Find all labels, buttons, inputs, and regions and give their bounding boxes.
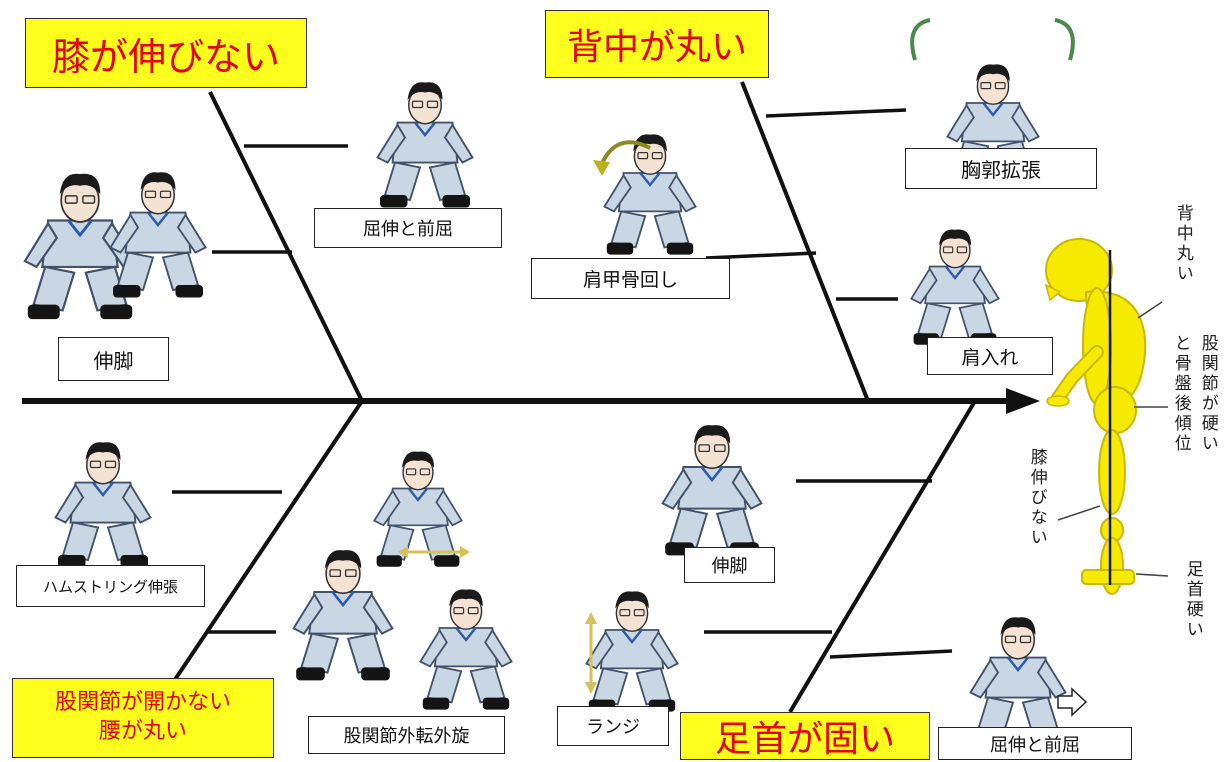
label-flex-forward-bottom: 屈伸と前屈	[938, 727, 1132, 760]
worker-illustration	[419, 588, 513, 711]
worker-illustration	[661, 423, 763, 557]
double-arrow-horizontal-icon	[398, 546, 408, 558]
heading-back: 背中が丸い	[545, 10, 769, 78]
heading-hip: 股関節が開かない 腰が丸い	[12, 678, 274, 758]
worker-illustration	[292, 548, 394, 682]
worker-illustration	[910, 228, 1000, 346]
twig-flex-bottom	[829, 649, 953, 659]
note-knee: 膝伸びない	[1026, 448, 1047, 548]
stretch-arrow-icon	[1054, 18, 1075, 61]
label-scapula-rotation: 肩甲骨回し	[531, 258, 730, 299]
heading-knee: 膝が伸びない	[25, 18, 307, 88]
label-hamstring: ハムストリング伸張	[16, 565, 205, 607]
double-arrow-vertical-icon	[585, 682, 597, 694]
note-back-rounded: 背中丸い	[1172, 204, 1193, 284]
bone-ankle	[788, 399, 977, 714]
bone-back	[740, 81, 870, 402]
label-chest-expansion: 胸郭拡張	[905, 148, 1097, 189]
stretch-arrow-icon	[910, 18, 931, 61]
rotation-arrow-head	[593, 160, 610, 176]
posture-figure	[1044, 238, 1147, 595]
worker-illustration	[603, 133, 697, 256]
worker-illustration	[54, 440, 152, 569]
label-leg-stretch-left: 伸脚	[58, 337, 169, 381]
outline-arrow-right-icon	[1057, 687, 1088, 717]
worker-illustration	[373, 450, 463, 568]
note-hip-col1: 股関節が硬い	[1197, 334, 1218, 454]
label-lunge: ランジ	[557, 706, 669, 746]
label-shoulder-in: 肩入れ	[927, 337, 1053, 375]
worker-illustration	[109, 170, 207, 299]
worker-illustration	[376, 80, 474, 209]
worker-illustration	[969, 615, 1067, 744]
heading-hip-line1: 股関節が開かない	[54, 690, 231, 716]
double-arrow-vertical-icon	[585, 612, 597, 624]
label-flex-forward-top: 屈伸と前屈	[314, 208, 502, 248]
heading-hip-line2: 腰が丸い	[98, 719, 187, 744]
heading-ankle: 足首が固い	[680, 712, 930, 760]
twig-chest	[765, 108, 907, 118]
arrow-right-icon	[1006, 388, 1040, 414]
worker-illustration	[585, 590, 679, 713]
label-hip-rotation: 股関節外転外旋	[308, 716, 505, 754]
twig-scapula	[705, 251, 817, 260]
note-ankle: 足首硬い	[1182, 560, 1203, 640]
bone-hip	[166, 399, 364, 692]
bone-knee	[208, 91, 364, 402]
label-leg-stretch-bottom: 伸脚	[684, 547, 775, 583]
double-arrow-horizontal-icon	[460, 546, 470, 558]
note-hip-col2: と骨盤後傾位	[1170, 334, 1191, 454]
